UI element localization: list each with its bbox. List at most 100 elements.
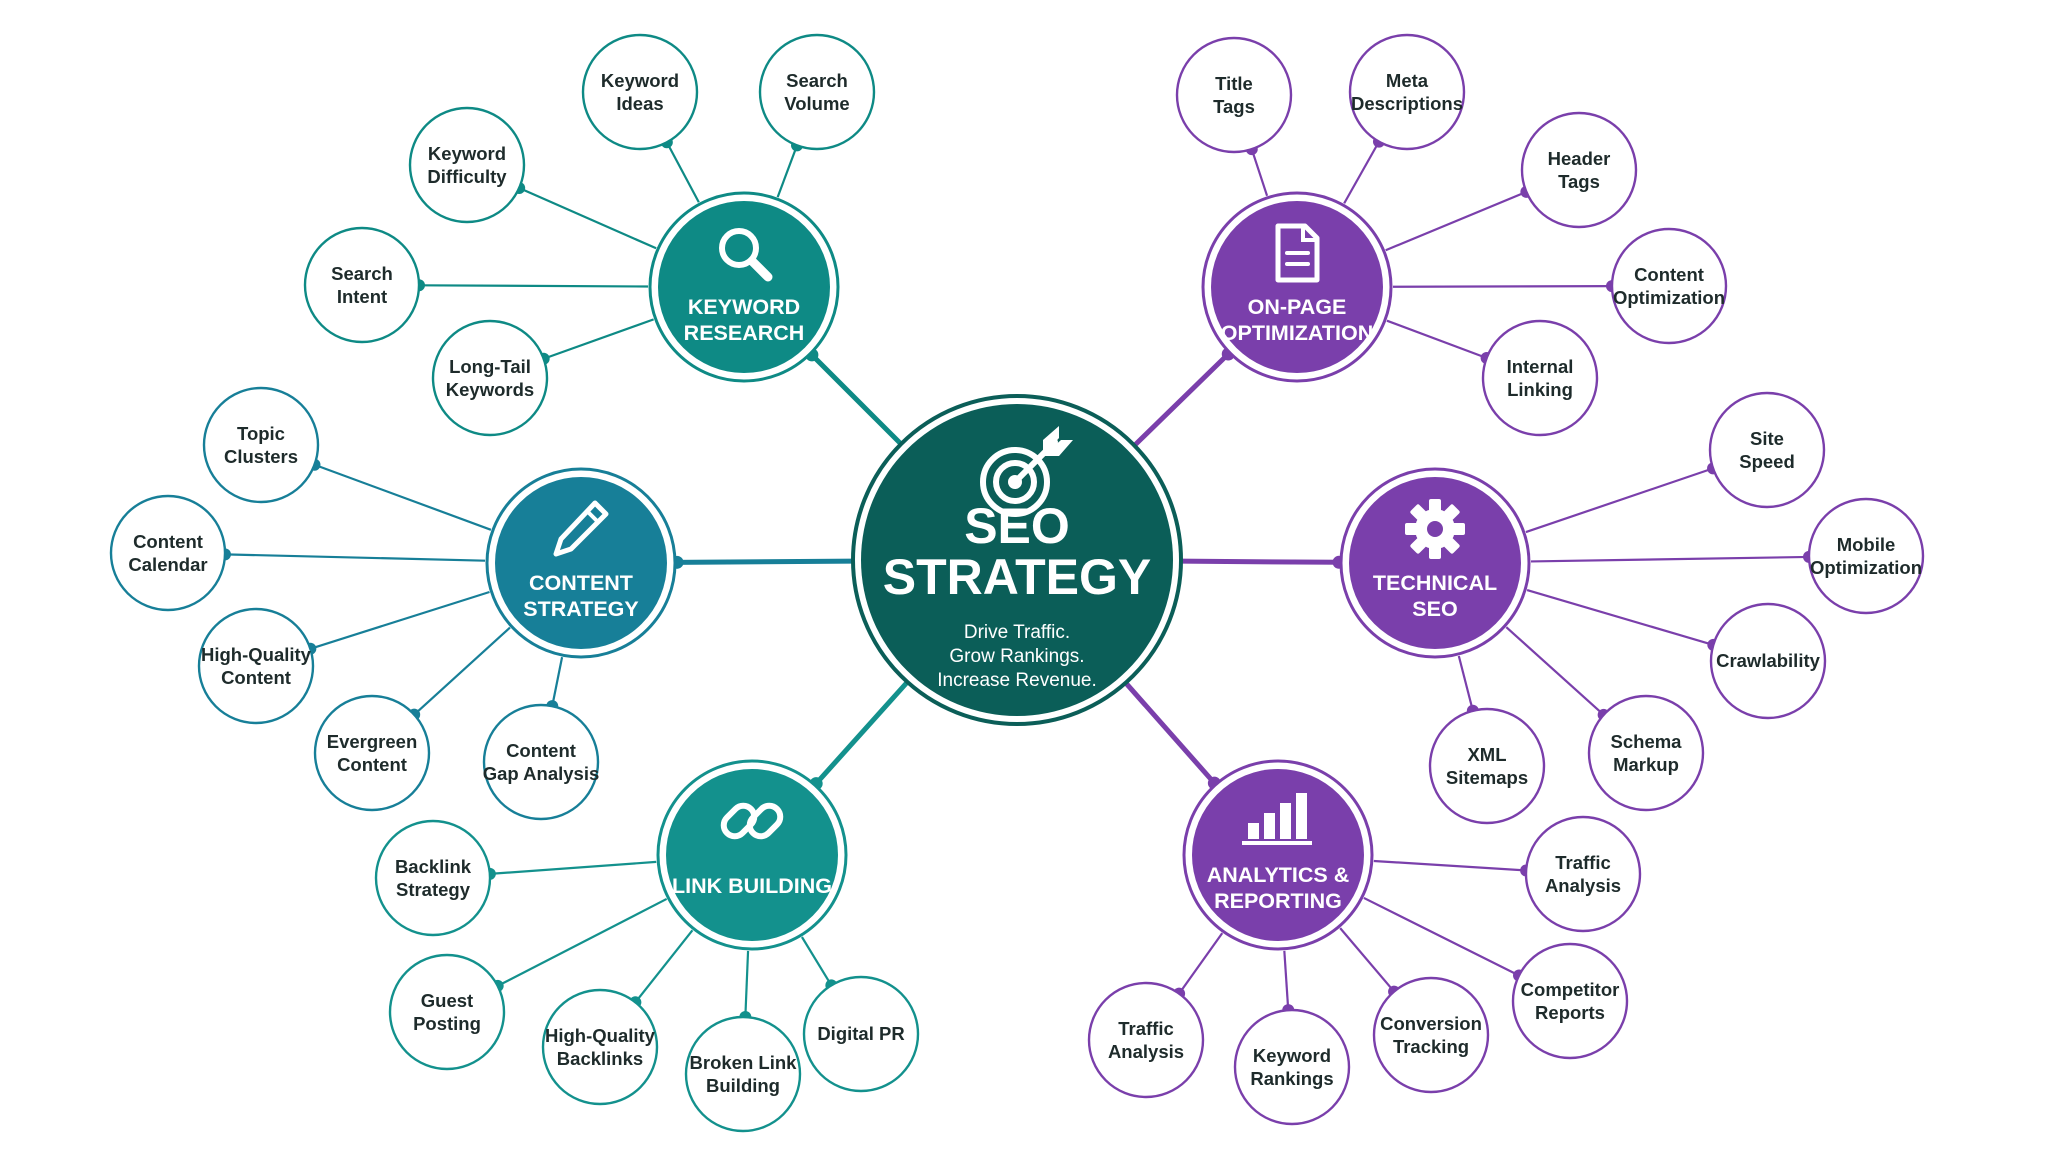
leaf-connector: [310, 590, 490, 650]
hub-circle: [1211, 201, 1383, 373]
leaf-label-line1: Site: [1750, 428, 1784, 449]
leaf-circle: [388, 953, 506, 1071]
center-tagline-2: Grow Rankings.: [949, 646, 1084, 667]
leaf-connector: [1373, 859, 1527, 872]
hub-circle: [1192, 769, 1364, 941]
chain-link-icon: [720, 802, 784, 840]
hub-title-line1: TECHNICAL: [1373, 571, 1497, 595]
center-connector-content-strategy: [676, 558, 854, 565]
leaf-node-digital-pr[interactable]: Digital PR: [802, 975, 920, 1093]
leaf-label-line1: Keyword: [1253, 1045, 1331, 1066]
leaf-circle: [1175, 36, 1293, 154]
leaf-connector: [489, 860, 657, 875]
hub-title-line2: OPTIMIZATION: [1221, 321, 1373, 345]
leaf-label-line2: Analysis: [1545, 875, 1621, 896]
leaf-label-line1: Competitor: [1521, 979, 1620, 1000]
leaf-label-line1: Title: [1215, 73, 1253, 94]
gear-icon: [1405, 499, 1465, 559]
leaf-circle: [802, 975, 920, 1093]
leaf-label-line1: Backlink: [395, 856, 472, 877]
leaf-label-line1: Topic: [237, 423, 285, 444]
hub-title-line2: SEO: [1412, 597, 1457, 621]
hub-node-link-building[interactable]: LINK BUILDING: [656, 759, 848, 951]
leaf-circle: [1087, 981, 1205, 1099]
leaf-circle: [1708, 391, 1826, 509]
leaf-label-line1: Digital PR: [817, 1023, 904, 1044]
leaf-node-crawlability[interactable]: Crawlability: [1709, 602, 1827, 720]
hub-node-analytics[interactable]: ANALYTICS &REPORTING: [1182, 759, 1374, 951]
leaf-label-line1: Content: [506, 740, 576, 761]
leaf-circle: [1511, 942, 1629, 1060]
leaf-circle: [109, 494, 227, 612]
leaf-label-line2: Speed: [1739, 451, 1795, 472]
leaf-circle: [541, 988, 659, 1106]
leaf-label-line2: Analysis: [1108, 1041, 1184, 1062]
center-tagline-3: Increase Revenue.: [937, 670, 1097, 691]
leaf-label-line1: Conversion: [1380, 1013, 1482, 1034]
leaf-label-line1: Evergreen: [327, 731, 418, 752]
center-connector-on-page: [1132, 352, 1231, 448]
leaf-connector: [551, 656, 564, 707]
leaf-connector: [1363, 896, 1520, 977]
leaf-connector: [1250, 148, 1269, 197]
leaf-connector: [413, 626, 511, 716]
leaf-label-line1: High-Quality: [201, 644, 312, 665]
leaf-connector: [1386, 319, 1488, 360]
leaf-circle: [197, 607, 315, 725]
leaf-label-line1: Guest: [421, 990, 473, 1011]
leaf-label-line2: Calendar: [128, 554, 207, 575]
leaf-label-line2: Rankings: [1250, 1068, 1333, 1089]
leaf-connector: [1283, 950, 1290, 1011]
leaf-circle: [202, 386, 320, 504]
leaf-circle: [1587, 694, 1705, 812]
leaf-label-line1: Mobile: [1837, 534, 1896, 555]
leaf-label-line1: Keyword: [428, 143, 506, 164]
leaf-label-line2: Ideas: [616, 93, 663, 114]
leaf-label-line2: Tags: [1558, 171, 1600, 192]
leaf-connector: [1339, 927, 1395, 993]
leaf-label-line1: Internal: [1507, 356, 1574, 377]
leaf-label-line2: Markup: [1613, 754, 1679, 775]
leaf-label-line2: Building: [706, 1075, 780, 1096]
leaf-label-line2: Difficulty: [427, 166, 507, 187]
leaf-label-line1: Schema: [1611, 731, 1683, 752]
leaf-circle: [313, 694, 431, 812]
center-title-line1: SEO: [964, 498, 1070, 554]
leaf-label-line2: Strategy: [396, 879, 471, 900]
hub-title-line1: LINK BUILDING: [672, 874, 832, 898]
